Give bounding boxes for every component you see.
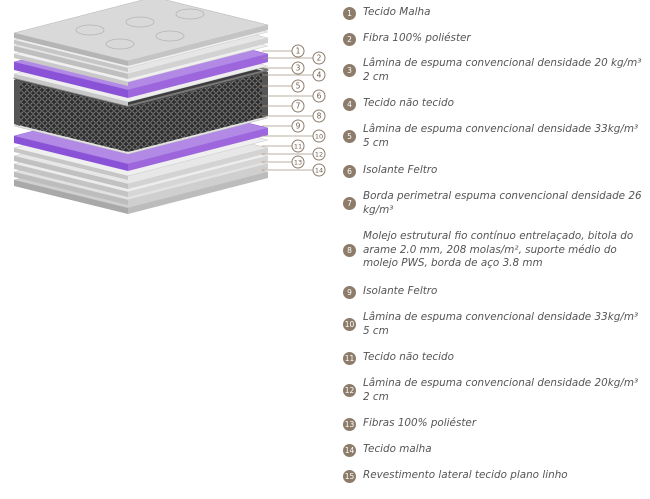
- svg-text:3: 3: [296, 64, 301, 73]
- legend-number: 8: [343, 244, 356, 257]
- svg-text:9: 9: [296, 122, 301, 131]
- svg-text:2: 2: [317, 54, 322, 63]
- callout-4: 4: [312, 68, 326, 82]
- legend-text: Tecido não tecido: [363, 97, 454, 109]
- legend-number: 14: [343, 444, 356, 457]
- callout-8: 8: [312, 109, 326, 123]
- legend-text: Isolante Feltro: [363, 164, 438, 176]
- legend-text: Lâmina de espuma convencional densidade …: [363, 123, 639, 149]
- legend-text: Borda perimetral espuma convencional den…: [363, 190, 642, 216]
- svg-text:5: 5: [296, 82, 301, 91]
- callout-1: 1: [291, 44, 305, 58]
- legend-number: 1: [343, 7, 356, 20]
- svg-text:6: 6: [317, 92, 322, 101]
- layer-legend: 1 Tecido Malha 2 Fibra 100% poliéster 3 …: [338, 0, 650, 494]
- svg-text:12: 12: [315, 151, 323, 159]
- legend-number: 12: [343, 384, 356, 397]
- svg-text:7: 7: [296, 102, 301, 111]
- legend-text: Molejo estrutural fio contínuo entrelaça…: [363, 230, 634, 269]
- svg-text:4: 4: [317, 71, 322, 80]
- legend-number: 10: [343, 318, 356, 331]
- callout-7: 7: [291, 99, 305, 113]
- callout-3: 3: [291, 61, 305, 75]
- legend-text: Fibras 100% poliéster: [363, 417, 477, 429]
- legend-text: Isolante Feltro: [363, 285, 438, 297]
- callout-leaders: [262, 50, 313, 171]
- svg-text:1: 1: [296, 47, 301, 56]
- svg-text:11: 11: [294, 143, 302, 151]
- svg-text:13: 13: [294, 159, 302, 167]
- callout-13: 13: [291, 155, 305, 169]
- callout-10: 10: [312, 129, 326, 143]
- legend-text: Tecido não tecido: [363, 351, 454, 363]
- legend-number: 7: [343, 197, 356, 210]
- legend-text: Lâmina de espuma convencional densidade …: [363, 57, 642, 83]
- svg-text:14: 14: [315, 167, 323, 175]
- callout-2: 2: [312, 51, 326, 65]
- callout-9: 9: [291, 119, 305, 133]
- callout-6: 6: [312, 89, 326, 103]
- legend-text: Lâmina de espuma convencional densidade …: [363, 377, 639, 403]
- legend-number: 15: [343, 470, 356, 483]
- legend-text: Tecido Malha: [363, 6, 431, 18]
- legend-number: 13: [343, 418, 356, 431]
- mattress-svg: 1 2 3 4 5 6 7 8 9 10 11 12 13 14: [13, 0, 326, 214]
- legend-number: 11: [343, 352, 356, 365]
- legend-number: 5: [343, 130, 356, 143]
- callout-14: 14: [312, 163, 326, 177]
- layer-1-knit-top: [13, 0, 269, 66]
- legend-number: 2: [343, 33, 356, 46]
- legend-text: Lâmina de espuma convencional densidade …: [363, 311, 639, 337]
- legend-text: Fibra 100% poliéster: [363, 32, 471, 44]
- legend-text: Revestimento lateral tecido plano linho: [363, 469, 568, 481]
- svg-text:10: 10: [315, 133, 323, 141]
- legend-text: Tecido malha: [363, 443, 432, 455]
- legend-number: 3: [343, 64, 356, 77]
- callout-5: 5: [291, 79, 305, 93]
- callout-11: 11: [291, 139, 305, 153]
- legend-number: 6: [343, 165, 356, 178]
- legend-number: 9: [343, 286, 356, 299]
- callout-12: 12: [312, 147, 326, 161]
- svg-text:8: 8: [317, 112, 322, 121]
- mattress-layers-diagram: 1 2 3 4 5 6 7 8 9 10 11 12 13 14: [13, 0, 326, 214]
- legend-number: 4: [343, 98, 356, 111]
